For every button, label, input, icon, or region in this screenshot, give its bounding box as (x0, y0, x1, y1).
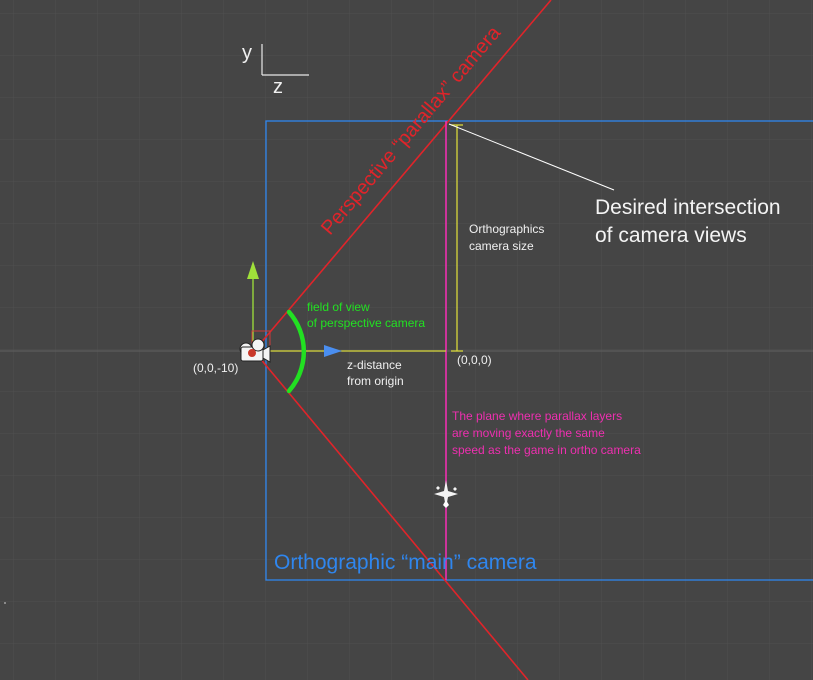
fov-label-1: field of view (307, 300, 370, 314)
desired-intersection-label-2: of camera views (595, 224, 747, 247)
perspective-frustum-lower (253, 350, 529, 680)
ortho-size-label-1: Orthographics (469, 222, 544, 236)
parallax-plane-label-1: The plane where parallax layers (452, 409, 622, 423)
ortho-size-marker (451, 124, 463, 352)
camera-position-label: (0,0,-10) (193, 361, 238, 375)
parallax-plane-label-3: speed as the game in ortho camera (452, 443, 641, 457)
camera-icon (239, 338, 271, 363)
camera-icon-eyepiece (262, 345, 271, 363)
origin-label: (0,0,0) (457, 353, 492, 367)
canvas-dot (4, 602, 6, 604)
gizmo-up-arrow (247, 261, 259, 279)
sparkle-icon (434, 480, 458, 508)
camera-gizmo (247, 261, 342, 357)
ortho-size-label-2: camera size (469, 239, 534, 253)
perspective-frustum-upper (253, 0, 552, 352)
parallax-plane-label-2: are moving exactly the same (452, 426, 605, 440)
gizmo-forward-arrow (324, 345, 342, 357)
fov-label-2: of perspective camera (307, 316, 425, 330)
fov-arc (286, 309, 307, 394)
z-distance-label-1: z-distance (347, 358, 402, 372)
intersection-pointer (448, 123, 615, 191)
gizmo-z-label: z (273, 76, 283, 98)
camera-icon-lens (248, 349, 256, 357)
gizmo-y-label: y (242, 42, 252, 64)
axis-gizmo: y z (242, 42, 309, 98)
desired-intersection-label-1: Desired intersection (595, 196, 781, 219)
camera-icon-reel-right (251, 338, 265, 352)
z-distance-label-2: from origin (347, 374, 404, 388)
ortho-camera-label: Orthographic “main” camera (274, 551, 537, 574)
